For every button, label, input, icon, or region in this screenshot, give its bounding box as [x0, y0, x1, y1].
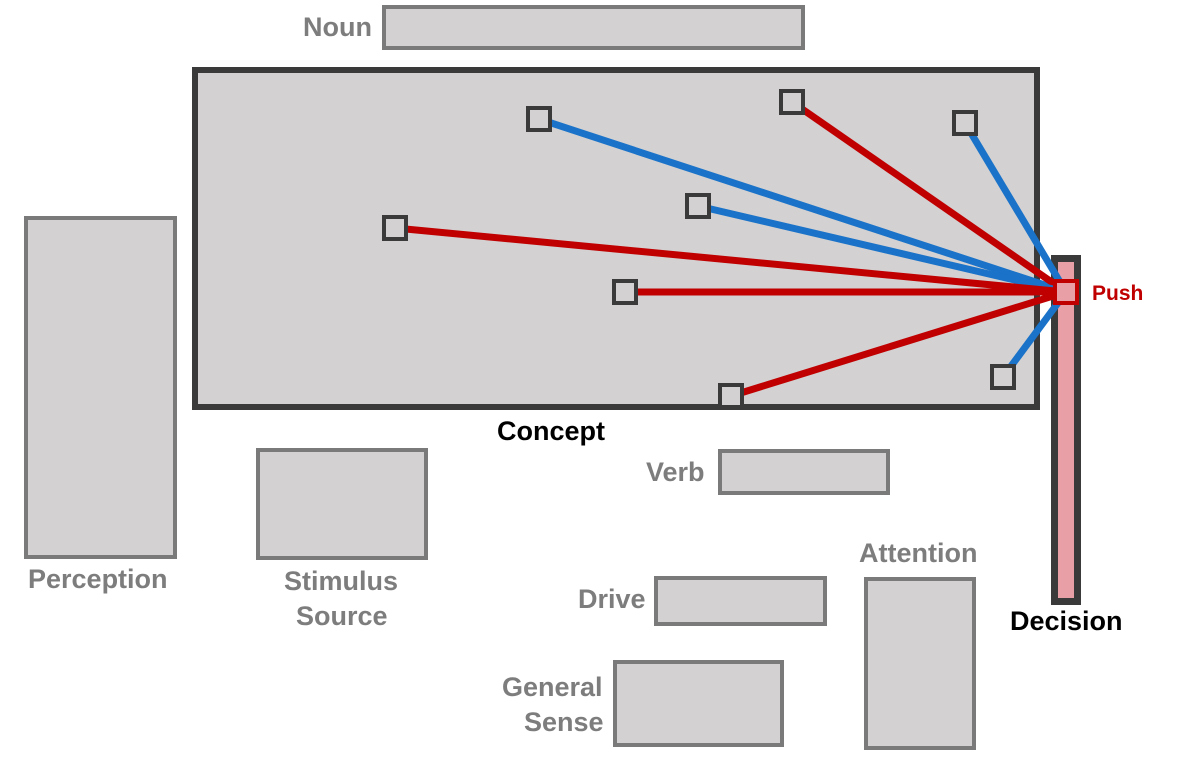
- concept-node: [718, 383, 744, 409]
- verb-module: [718, 449, 890, 495]
- drive-label: Drive: [578, 584, 646, 614]
- push-label: Push: [1092, 282, 1144, 305]
- concept-node: [952, 110, 978, 136]
- general-sense-label-line2: Sense: [524, 707, 604, 737]
- inhibitory-link: [790, 99, 1068, 295]
- noun-label: Noun: [303, 12, 372, 42]
- perception-label: Perception: [28, 564, 168, 594]
- stimulus-source-label-line2: Source: [296, 601, 388, 631]
- stimulus-source-label-line1: Stimulus: [284, 566, 399, 596]
- concept-node: [526, 106, 552, 132]
- excitatory-link: [537, 115, 1068, 296]
- push-node: [1053, 279, 1079, 305]
- concept-node: [779, 89, 805, 115]
- excitatory-link: [697, 202, 1067, 296]
- concept-node: [685, 193, 711, 219]
- decision-label: Decision: [1010, 606, 1123, 636]
- decision-bar: [1058, 262, 1074, 598]
- general-sense-module: [613, 660, 784, 747]
- inhibitory-link: [729, 288, 1068, 400]
- concept-label: Concept: [497, 416, 605, 446]
- stimulus-source-module: [256, 448, 428, 560]
- noun-module: [382, 5, 805, 50]
- verb-label: Verb: [646, 457, 705, 487]
- general-sense-label-line1: General: [502, 672, 603, 702]
- concept-node: [382, 215, 408, 241]
- inhibitory-link: [394, 224, 1067, 296]
- attention-module: [864, 577, 976, 750]
- concept-node: [612, 279, 638, 305]
- attention-label: Attention: [859, 538, 978, 568]
- drive-module: [654, 576, 827, 626]
- concept-node: [990, 364, 1016, 390]
- excitatory-link: [961, 121, 1070, 294]
- perception-module: [24, 216, 177, 559]
- excitatory-link: [1000, 289, 1069, 380]
